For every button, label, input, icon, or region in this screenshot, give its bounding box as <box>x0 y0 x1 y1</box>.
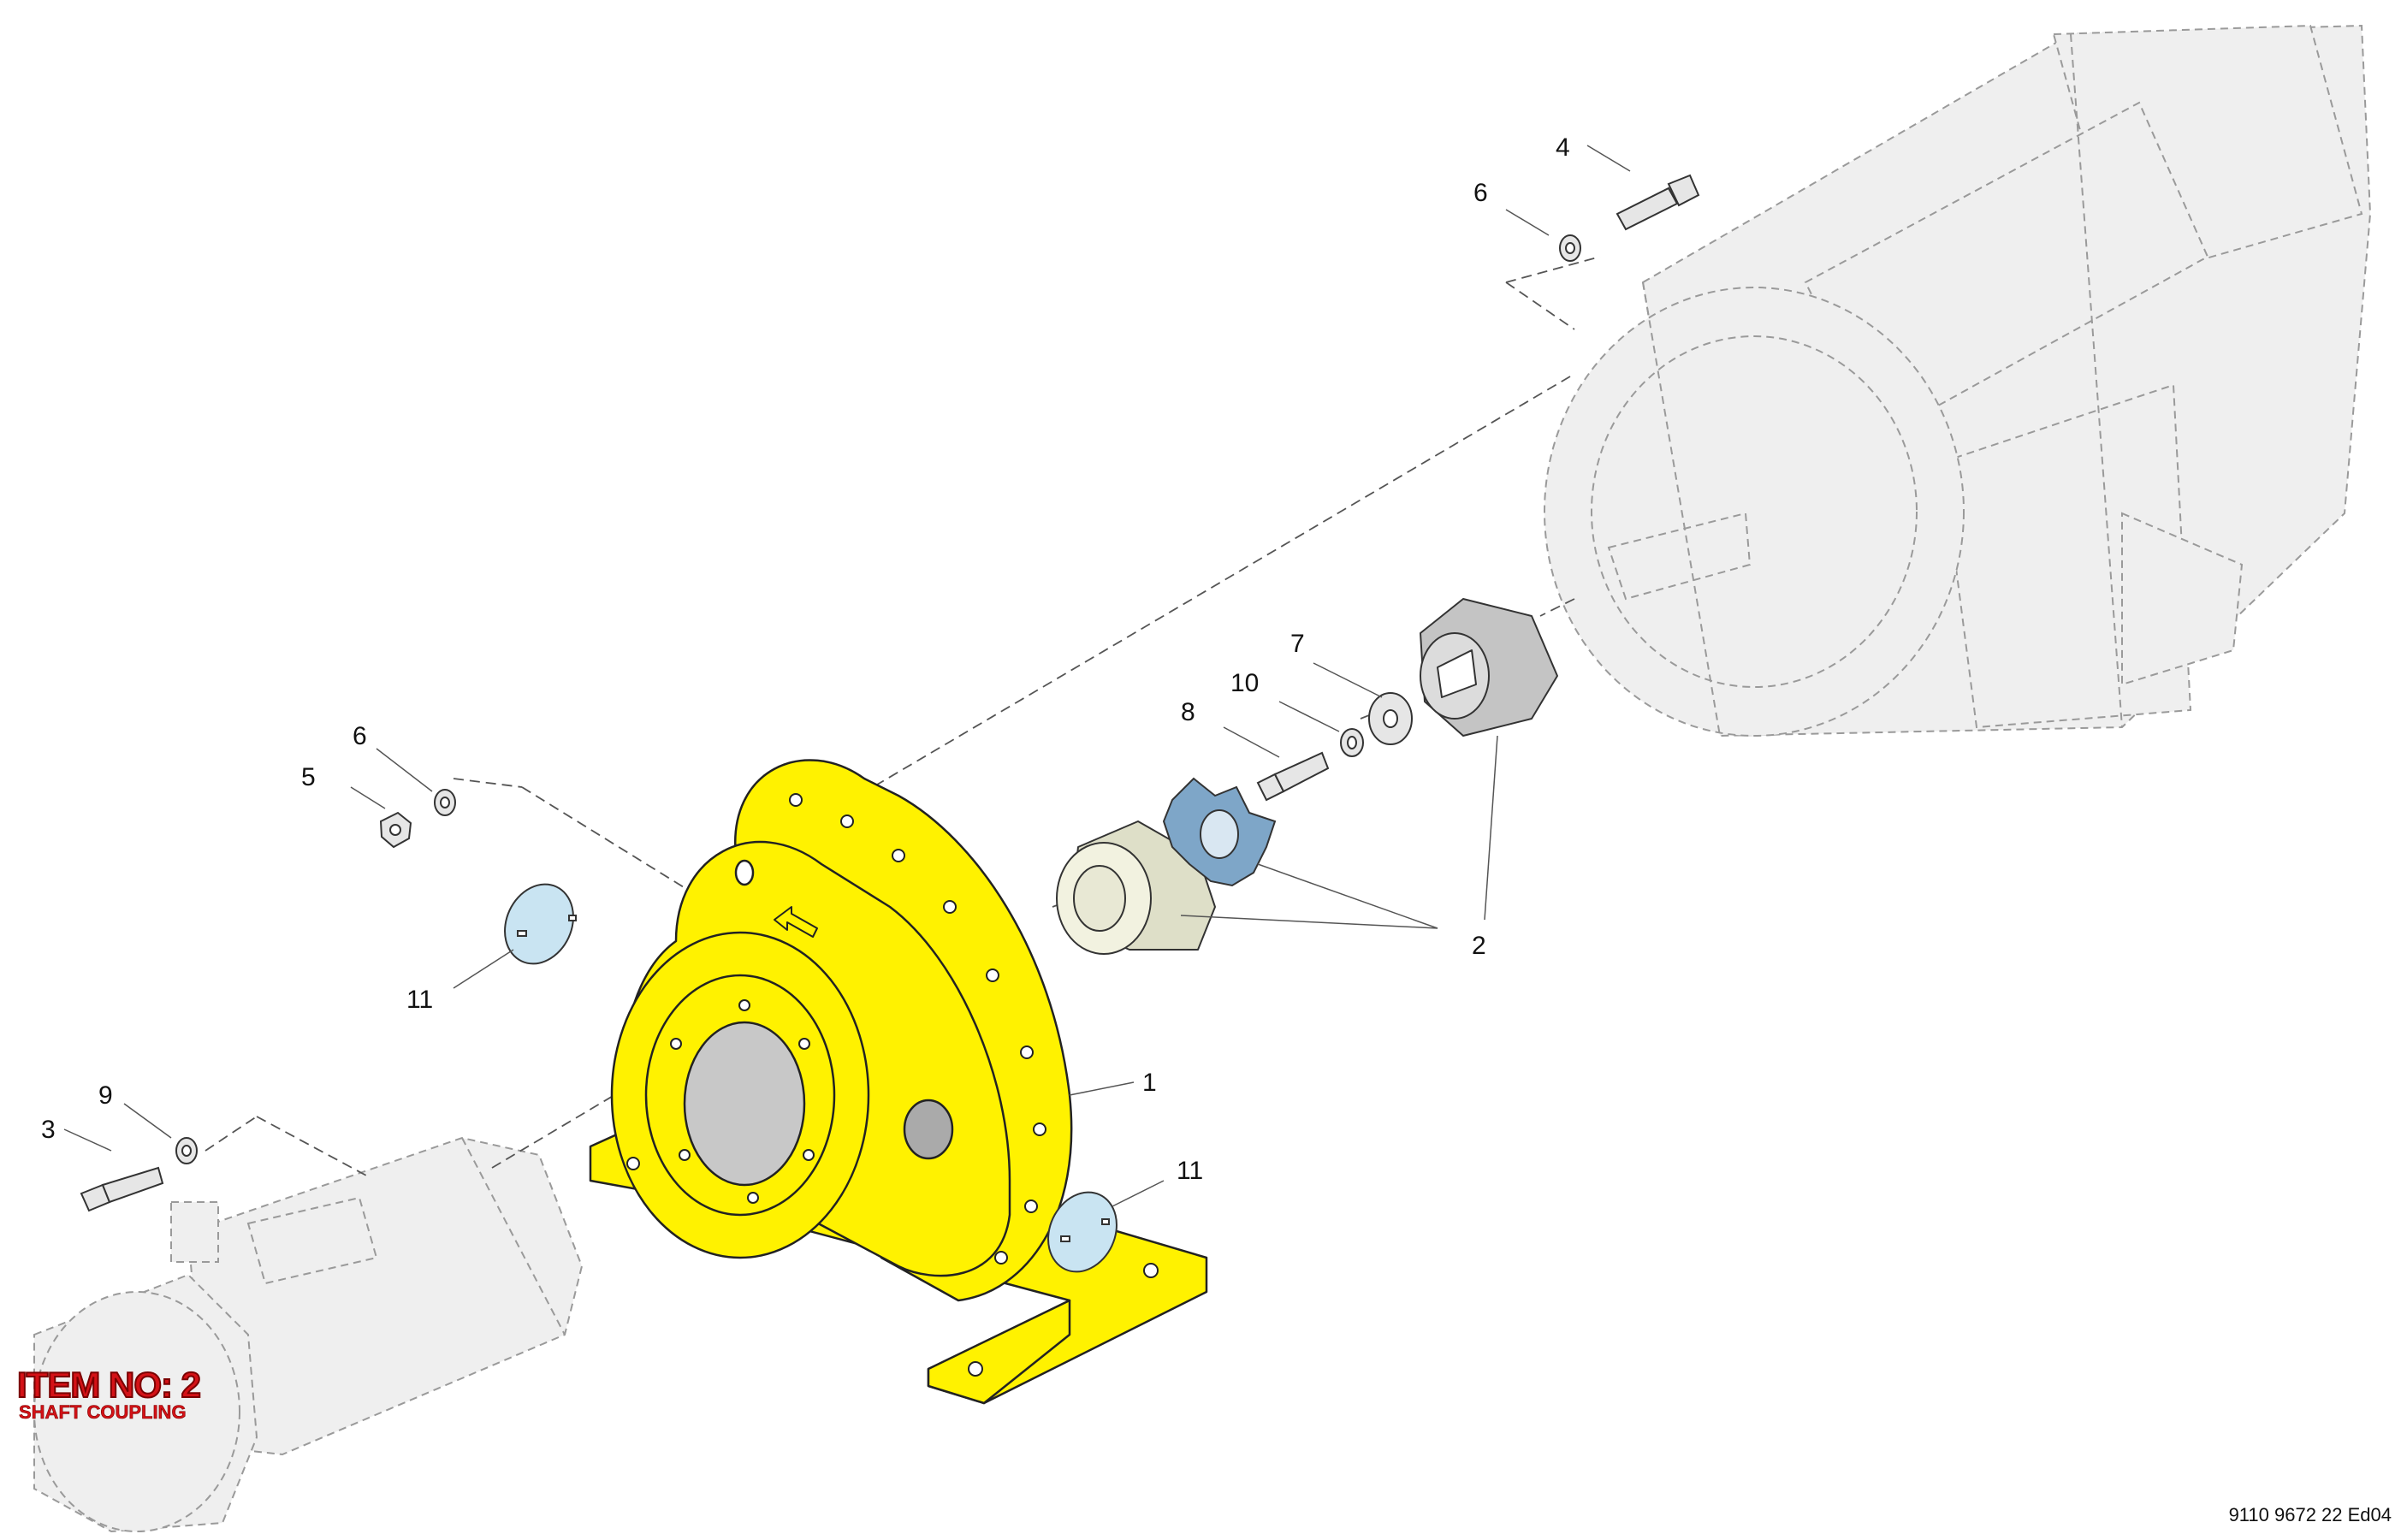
lock-washer-item-10 <box>1340 728 1364 757</box>
cover-plug-upper <box>504 883 577 965</box>
callout-4: 4 <box>1556 133 1570 162</box>
coupling-hub-motor-side <box>1420 598 1558 737</box>
callout-8: 8 <box>1181 698 1195 726</box>
screw-item-8 <box>1256 751 1330 802</box>
hydraulic-pump-ghost <box>33 1136 584 1533</box>
callout-1: 1 <box>1142 1069 1157 1097</box>
housing-top-hole <box>734 859 755 886</box>
nut-item-5 <box>379 811 412 849</box>
callout-7: 7 <box>1290 630 1305 658</box>
callout-11-lower: 11 <box>1177 1157 1203 1185</box>
housing-front-ring <box>644 974 836 1217</box>
bolt-item-4 <box>1616 174 1700 231</box>
washer-item-9 <box>175 1137 198 1164</box>
rotation-direction-arrow-icon <box>774 906 818 938</box>
callout-10: 10 <box>1230 669 1259 697</box>
callout-leader-lines <box>63 145 1631 1207</box>
washer-item-6-upper <box>1559 234 1581 262</box>
electric-motor-ghost <box>1544 24 2372 737</box>
housing-bolt-holes <box>626 793 1159 1377</box>
adapter-housing-item-1 <box>589 759 1208 1405</box>
housing-inspection-hole <box>903 1099 954 1160</box>
callout-6-upper: 6 <box>1473 179 1488 207</box>
housing-base-foot-front <box>927 1299 1071 1405</box>
cover-plug-lower <box>1047 1191 1118 1273</box>
callout-11-upper: 11 <box>406 986 433 1014</box>
callout-9: 9 <box>98 1081 113 1110</box>
bolt-item-3 <box>80 1166 164 1212</box>
coupling-spider-element <box>1162 777 1277 887</box>
callout-6-lower: 6 <box>353 722 367 750</box>
document-number: 9110 9672 22 Ed04 <box>2228 1504 2392 1525</box>
callout-2: 2 <box>1472 932 1486 960</box>
washer-item-7 <box>1368 692 1413 745</box>
item-number-title: ITEM NO: 2 <box>16 1365 202 1405</box>
item-description: SHAFT COUPLING <box>19 1401 187 1423</box>
callout-3: 3 <box>41 1116 56 1144</box>
housing-center-bore <box>683 1021 806 1187</box>
washer-item-6-lower <box>434 789 456 816</box>
callout-5: 5 <box>301 763 316 791</box>
